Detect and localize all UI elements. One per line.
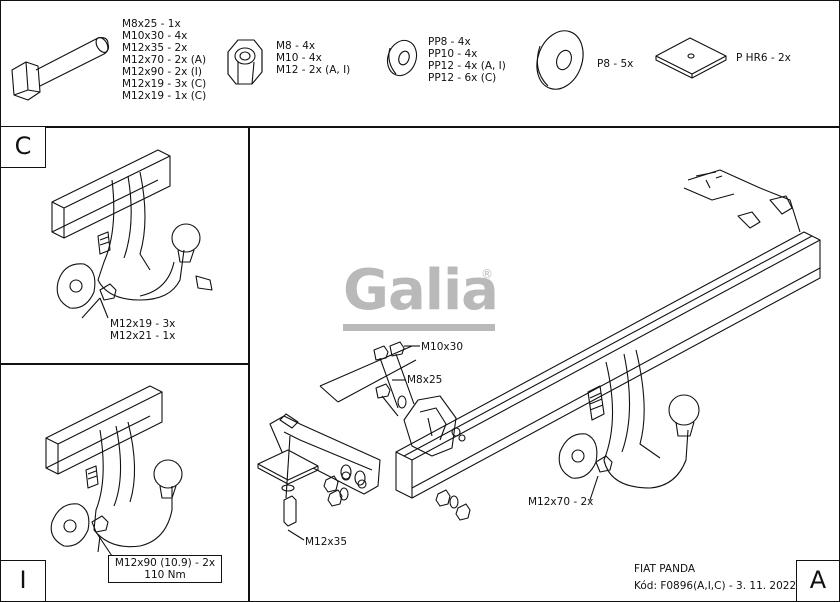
- leader-c: [99, 297, 109, 319]
- vehicle-name: FIAT PANDA: [634, 563, 696, 575]
- main-bolts-upper: [319, 341, 417, 417]
- main-m12x35-bolt: [281, 435, 297, 527]
- bolt-line: M12x35 - 2x: [122, 42, 188, 54]
- washer-line: PP10 - 4x: [428, 48, 478, 60]
- callout-m10x30: M10x30: [421, 341, 463, 353]
- nut-icon: [227, 39, 263, 85]
- leader-m12x70: [589, 475, 599, 501]
- variant-i-hitch: [45, 385, 183, 553]
- leader-i: [95, 531, 113, 557]
- bolt-line: M12x19 - 3x (C): [122, 78, 207, 90]
- variant-c-letter-box: [0, 126, 46, 168]
- square-plate-icon: [655, 37, 727, 79]
- bolt-icon: [11, 37, 110, 101]
- washer-list: PP8 - 4x PP10 - 4x PP12 - 4x (A, I) PP12…: [428, 36, 506, 84]
- main-letter: A: [809, 566, 827, 594]
- nut-list: M8 - 4x M10 - 4x M12 - 2x (A, I): [276, 40, 350, 76]
- callout-m8x25: M8x25: [407, 374, 443, 386]
- variant-i-letter: I: [19, 566, 27, 594]
- main-left-bracket: [403, 395, 466, 457]
- galia-logo: Galia: [343, 258, 499, 323]
- bolt-line: M10x30 - 4x: [122, 30, 188, 42]
- bolt-list: M8x25 - 1x M10x30 - 4x M12x35 - 2x M12x7…: [122, 18, 206, 102]
- bolt-line: M12x90 - 2x (I): [122, 66, 202, 78]
- large-washer-icon: [536, 30, 584, 90]
- document-code: Kód: F0896(A,I,C) - 3. 11. 2022: [634, 580, 797, 592]
- washer-line: PP12 - 4x (A, I): [428, 60, 506, 72]
- variant-c-letter: C: [14, 132, 32, 160]
- plate-label: P HR6 - 2x: [736, 52, 791, 64]
- main-ball-hitch: [558, 349, 700, 489]
- bolt-line: M8x25 - 1x: [122, 18, 181, 30]
- bolt-line: M12x70 - 2x (A): [122, 54, 207, 66]
- variant-c-hitch: [51, 149, 213, 319]
- variant-i-callout-2: 110 Nm: [144, 569, 186, 581]
- nut-line: M10 - 4x: [276, 52, 322, 64]
- logo-underline: [343, 324, 495, 331]
- variant-i-callout-1: M12x90 (10.9) - 2x: [114, 557, 216, 569]
- variant-c-callout-1: M12x19 - 3x: [110, 318, 176, 330]
- variant-c-callout-2: M12x21 - 1x: [110, 330, 176, 342]
- washer-line: PP8 - 4x: [428, 36, 471, 48]
- variant-i-torque-box: M12x90 (10.9) - 2x 110 Nm: [108, 555, 222, 583]
- leader-m12x35: [287, 529, 305, 541]
- nut-line: M8 - 4x: [276, 40, 316, 52]
- callout-m12x35: M12x35: [305, 536, 347, 548]
- nut-line: M12 - 2x (A, I): [276, 64, 351, 76]
- main-nuts-washers: [323, 464, 471, 521]
- logo-registered-mark: ®: [481, 267, 493, 281]
- washer-line: PP12 - 6x (C): [428, 72, 497, 84]
- main-crossbar: [395, 169, 821, 499]
- bolt-line: M12x19 - 1x (C): [122, 90, 207, 102]
- washer-icon: [386, 39, 418, 77]
- variant-c-frame: [0, 126, 250, 365]
- callout-m12x70: M12x70 - 2x: [528, 496, 594, 508]
- large-washer-label: P8 - 5x: [597, 58, 634, 70]
